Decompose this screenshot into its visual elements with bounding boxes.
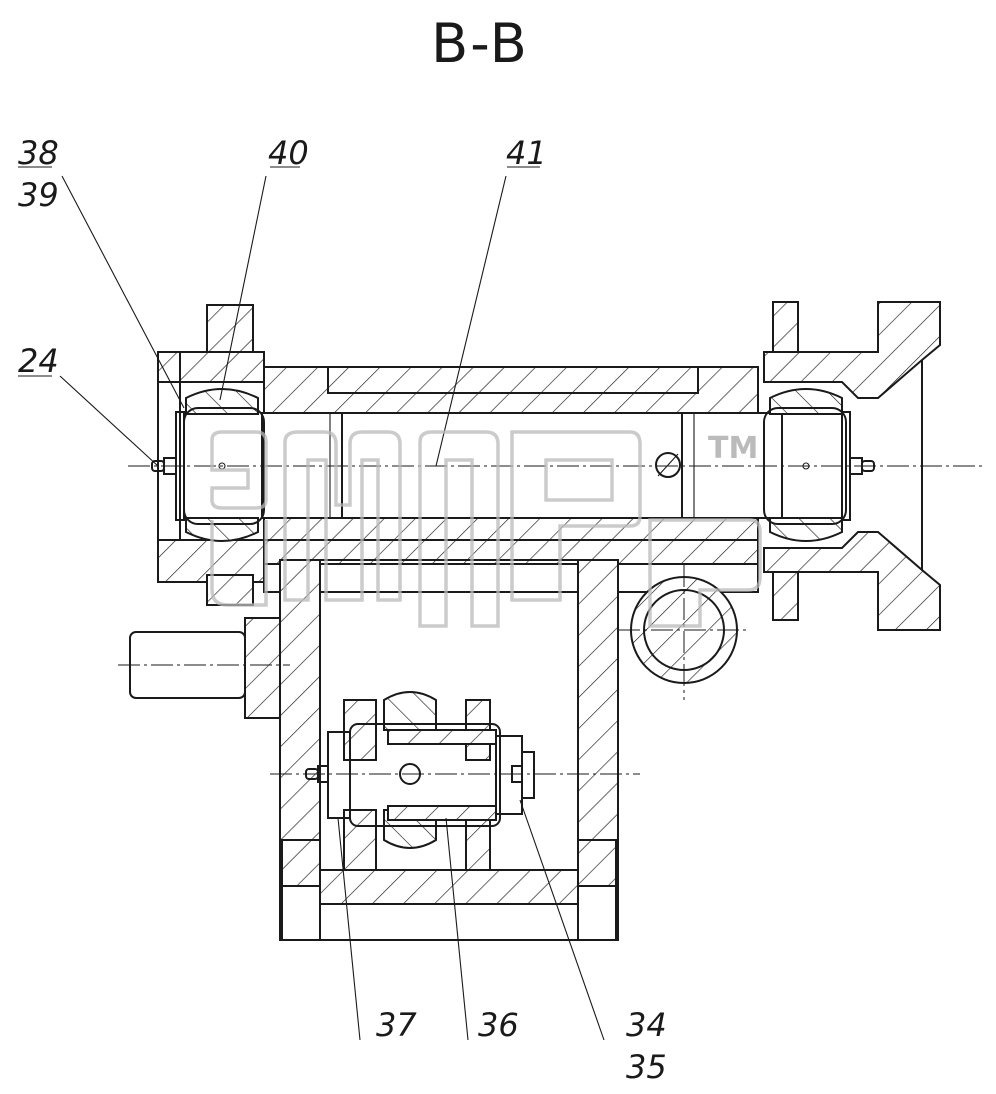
watermark-logo: TM [210,430,762,628]
right-bearing [763,388,851,542]
watermark-tm: TM [708,431,758,466]
callout-36: 36 [478,1006,519,1044]
section-title: B-B [431,12,529,75]
callout-37: 37 [376,1006,417,1044]
callout-40: 40 [268,134,309,172]
left-bearing [175,388,265,542]
round-bar-section [618,565,750,700]
callout-41: 41 [506,134,547,172]
upper-shaft-assembly [128,301,985,631]
lower-frame [118,559,619,941]
callout-35: 35 [626,1048,667,1086]
callout-38: 38 [18,134,59,172]
callout-34: 34 [626,1006,667,1044]
lower-roller-assembly [270,691,640,871]
callout-24: 24 [18,342,59,380]
leader-lines [18,166,605,1041]
callout-39: 39 [18,176,59,214]
